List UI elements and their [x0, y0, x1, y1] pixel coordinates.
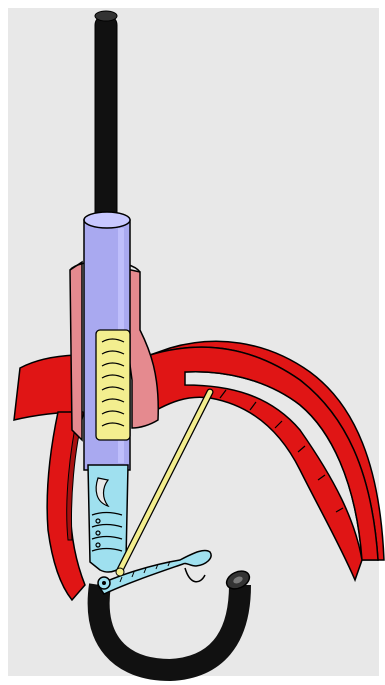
cyan-tip-body [88, 465, 128, 572]
black-rod-shaft [95, 15, 117, 225]
yellow-coil [96, 330, 130, 440]
black-rod [95, 11, 117, 225]
cyan-tip [88, 465, 128, 572]
clamp-jaw-hook [185, 568, 205, 582]
outer-sheath-left-lower-band [47, 412, 85, 600]
black-rod-top [95, 11, 117, 21]
pink-sleeve-body [70, 262, 82, 440]
scope-body-rim [84, 212, 130, 228]
outer-sheath-left-top-flap [14, 355, 78, 420]
flex-tube-body [99, 585, 240, 670]
